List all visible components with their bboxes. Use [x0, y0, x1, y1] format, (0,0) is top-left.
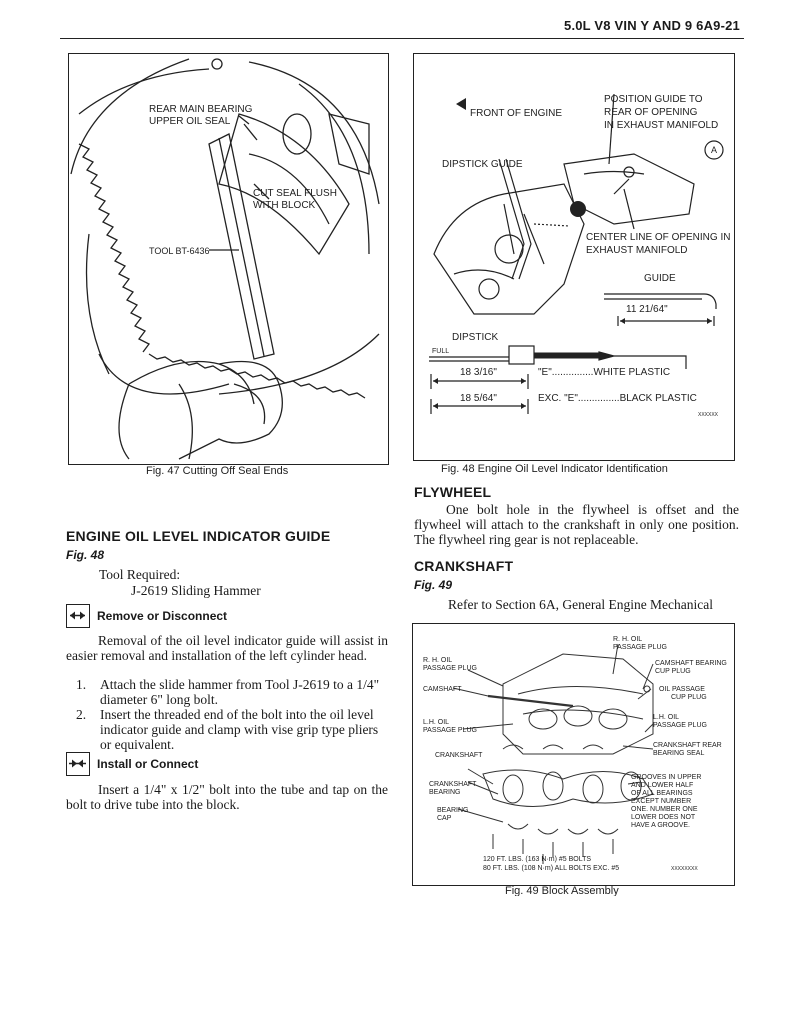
- fig49-label-rh-oil-top-2: PASSAGE PLUG: [613, 644, 667, 651]
- fig49-label-grooves-2: AND LOWER HALF: [631, 782, 694, 789]
- fig47-label-with-block: WITH BLOCK: [253, 200, 316, 211]
- step-text: Attach the slide hammer from Tool J-2619…: [100, 677, 380, 707]
- fig49-illustration: [452, 643, 654, 864]
- fig48-label-centerline-1: CENTER LINE OF OPENING IN: [586, 232, 731, 243]
- fig48-label-full: FULL: [432, 348, 450, 355]
- fig48-illustration: [429, 93, 724, 414]
- fig49-label-crankshaft-rear-1: CRANKSHAFT REAR: [653, 742, 722, 749]
- fig49-label-grooves-5: ONE. NUMBER ONE: [631, 806, 698, 813]
- fig48-note-white-plastic: "E"...............WHITE PLASTIC: [538, 367, 671, 378]
- fig49-label-rh-oil-left-1: R. H. OIL: [423, 657, 453, 664]
- fig49-label-lh-oil-right-2: PASSAGE PLUG: [653, 722, 707, 729]
- fig48-caption: Fig. 48 Engine Oil Level Indicator Ident…: [441, 463, 668, 475]
- header-rule: [60, 38, 744, 39]
- fig49-label-rh-oil-left-2: PASSAGE PLUG: [423, 665, 477, 672]
- fig49-label-oil-passage-1: OIL PASSAGE: [659, 686, 705, 693]
- fig49-caption: Fig. 49 Block Assembly: [505, 886, 619, 896]
- fig48-label-front-of-engine: FRONT OF ENGINE: [470, 108, 563, 119]
- oil-guide-fig-ref: Fig. 48: [66, 548, 105, 562]
- fig49-label-torque-2: 80 FT. LBS. (108 N·m) ALL BOLTS EXC. #5: [483, 865, 620, 872]
- fig47-label-upper-oil-seal: UPPER OIL SEAL: [149, 116, 231, 127]
- fig48-label-position-guide-3: IN EXHAUST MANIFOLD: [604, 120, 719, 131]
- install-connect-subhead: Install or Connect: [66, 752, 198, 776]
- fig49-label-grooves-3: OF ALL BEARINGS: [631, 790, 693, 797]
- fig48-note-black-plastic: EXC. "E"...............BLACK PLASTIC: [538, 393, 697, 404]
- remove-steps-list: 1. Attach the slide hammer from Tool J-26…: [66, 677, 388, 752]
- fig49-label-crankshaft-bearing-2: BEARING: [429, 789, 461, 796]
- step-number: 2.: [76, 707, 87, 722]
- fig49-label-torque-1: 120 FT. LBS. (163 N·m) #5 BOLTS: [483, 856, 592, 863]
- remove-arrows-icon: [66, 604, 90, 628]
- remove-paragraph: Removal of the oil level indicator guide…: [66, 633, 388, 663]
- fig49-label-lh-oil-left-2: PASSAGE PLUG: [423, 727, 477, 734]
- fig48-label-guide: GUIDE: [644, 273, 676, 284]
- fig49-label-oil-passage-2: CUP PLUG: [671, 694, 707, 701]
- fig48-label-position-guide-1: POSITION GUIDE TO: [604, 94, 703, 105]
- figure-47: REAR MAIN BEARING UPPER OIL SEAL CUT SEA…: [68, 53, 389, 465]
- crankshaft-fig-ref: Fig. 49: [414, 578, 453, 592]
- fig47-label-cut-seal-flush: CUT SEAL FLUSH: [253, 188, 337, 199]
- fig49-label-crankshaft-bearing-1: CRANKSHAFT: [429, 781, 477, 788]
- fig49-code: XXXXXXXX: [671, 866, 698, 872]
- list-item: 1. Attach the slide hammer from Tool J-26…: [66, 677, 388, 707]
- fig49-label-grooves-7: HAVE A GROOVE.: [631, 822, 691, 829]
- list-item: 2. Insert the threaded end of the bolt in…: [66, 707, 388, 752]
- fig47-label-tool: TOOL BT-6436: [149, 246, 210, 256]
- fig49-label-lh-oil-left-1: L.H. OIL: [423, 719, 450, 726]
- fig48-label-centerline-2: EXHAUST MANIFOLD: [586, 245, 688, 256]
- remove-disconnect-label: Remove or Disconnect: [97, 609, 228, 623]
- step-text: Insert the threaded end of the bolt into…: [100, 707, 379, 752]
- fig49-label-lh-oil-right-1: L.H. OIL: [653, 714, 680, 721]
- fig49-label-camshaft-bearing-1: CAMSHAFT BEARING: [655, 660, 727, 667]
- fig47-illustration: [70, 58, 380, 460]
- fig49-label-bearing-cap-2: CAP: [437, 815, 452, 822]
- fig48-label-dim2: 18 5/64": [460, 393, 497, 404]
- install-paragraph: Insert a 1/4" x 1/2" bolt into the tube …: [66, 782, 388, 812]
- heading-oil-level-indicator-guide: ENGINE OIL LEVEL INDICATOR GUIDE: [66, 528, 331, 544]
- heading-flywheel: FLYWHEEL: [414, 484, 492, 500]
- crankshaft-paragraph: Refer to Section 6A, General Engine Mech…: [448, 597, 714, 612]
- install-arrows-icon: [66, 752, 90, 776]
- fig48-label-guide-dim: 11 21/64": [626, 304, 668, 315]
- fig49-label-grooves-6: LOWER DOES NOT: [631, 814, 696, 821]
- fig49-label-crankshaft-rear-2: BEARING SEAL: [653, 750, 705, 757]
- remove-disconnect-subhead: Remove or Disconnect: [66, 604, 227, 628]
- fig47-caption: Fig. 47 Cutting Off Seal Ends: [146, 465, 289, 477]
- fig49-label-grooves-4: EXCEPT NUMBER: [631, 798, 692, 805]
- step-number: 1.: [76, 677, 87, 692]
- install-connect-label: Install or Connect: [97, 757, 199, 771]
- page-header: 5.0L V8 VIN Y AND 9 6A9-21: [564, 18, 740, 33]
- fig48-label-circle-a: A: [711, 145, 718, 155]
- figure-48: FRONT OF ENGINE POSITION GUIDE TO REAR O…: [413, 53, 735, 461]
- figure-49: R. H. OIL PASSAGE PLUG CAMSHAFT BEARING …: [412, 623, 735, 886]
- fig47-label-rear-main-bearing: REAR MAIN BEARING: [149, 104, 253, 115]
- fig49-label-rh-oil-top-1: R. H. OIL: [613, 636, 643, 643]
- fig48-code: XXXXXX: [698, 412, 719, 418]
- tool-required-label: Tool Required:: [99, 567, 181, 582]
- flywheel-paragraph: One bolt hole in the flywheel is offset …: [414, 502, 739, 547]
- fig49-label-crankshaft: CRANKSHAFT: [435, 752, 483, 759]
- fig49-label-camshaft: CAMSHAFT: [423, 686, 462, 693]
- fig49-label-grooves-1: GROOVES IN UPPER: [631, 774, 702, 781]
- fig49-label-camshaft-bearing-2: CUP PLUG: [655, 668, 691, 675]
- tool-name: J-2619 Sliding Hammer: [131, 583, 261, 598]
- fig48-label-dipstick: DIPSTICK: [452, 332, 499, 343]
- fig48-label-dipstick-guide: DIPSTICK GUIDE: [442, 159, 523, 170]
- heading-crankshaft: CRANKSHAFT: [414, 558, 514, 574]
- fig48-label-position-guide-2: REAR OF OPENING: [604, 107, 698, 118]
- fig49-label-bearing-cap-1: BEARING: [437, 807, 469, 814]
- fig48-label-dim1: 18 3/16": [460, 367, 497, 378]
